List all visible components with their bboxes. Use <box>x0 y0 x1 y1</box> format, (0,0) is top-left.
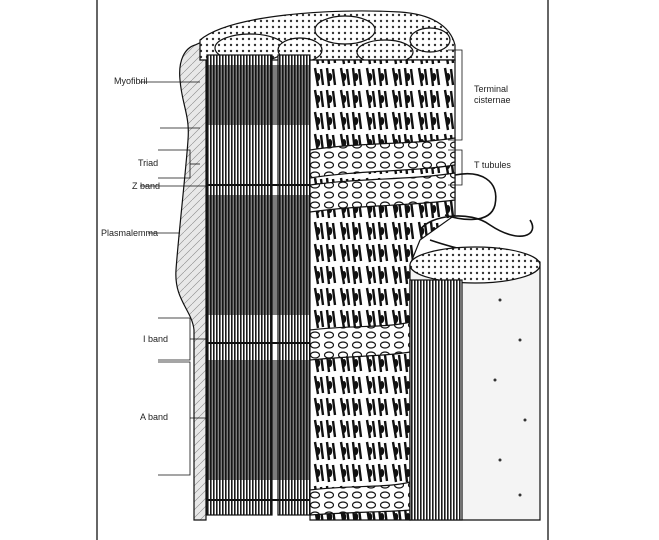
plasmalemma-sheath <box>175 39 207 521</box>
sarcoplasmic-reticulum <box>309 59 456 521</box>
label-plasmalemma: Plasmalemma <box>101 228 159 238</box>
myofibril-top-5 <box>409 27 451 53</box>
z-bands <box>207 184 310 501</box>
left-leader-lines <box>140 81 207 476</box>
label-t-tubules: T tubules <box>474 160 511 170</box>
label-myofibril: Myofibril <box>114 76 148 86</box>
terminal-cisternae-bands <box>309 137 456 516</box>
label-z-band: Z band <box>132 181 161 191</box>
cylinder-surface-dots <box>493 298 527 497</box>
label-i-band: I band <box>143 334 169 344</box>
myofibril-top-3 <box>314 15 376 45</box>
fiber-cut-top <box>409 246 541 284</box>
a-bands <box>207 65 310 480</box>
label-terminal-cisternae: Terminal cisternae <box>474 84 511 105</box>
myofibril-column-3 <box>409 279 463 521</box>
right-leader-lines <box>448 49 463 186</box>
label-a-band: A band <box>140 412 169 422</box>
label-triad: Triad <box>138 158 159 168</box>
